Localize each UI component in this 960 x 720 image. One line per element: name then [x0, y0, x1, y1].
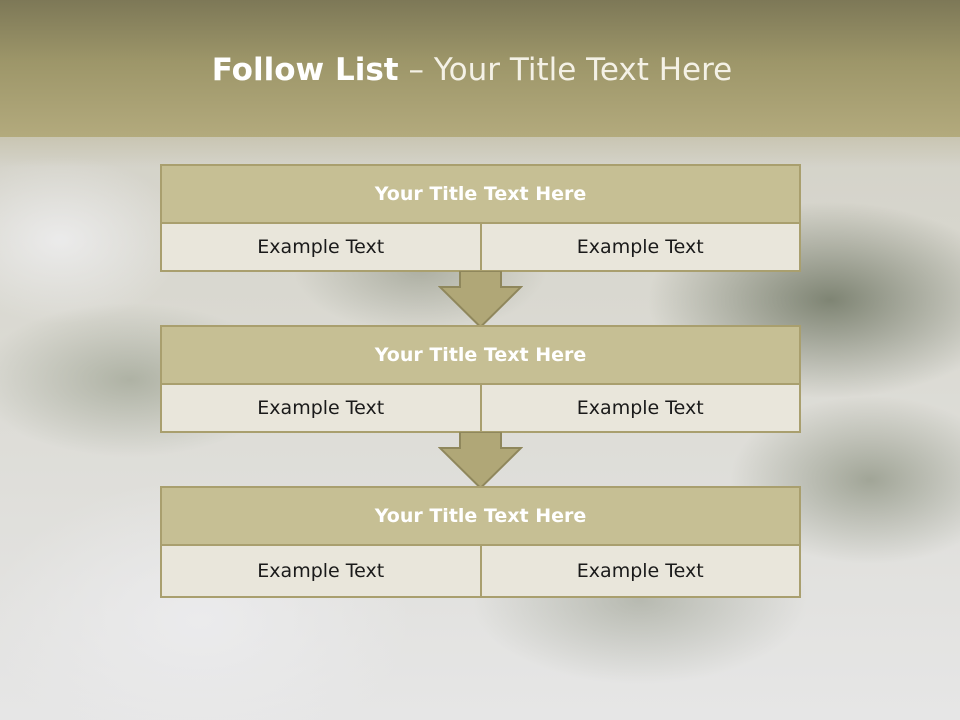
title-bar-fade — [0, 137, 960, 167]
step-row: Example Text Example Text — [162, 385, 799, 431]
step-cell-left: Example Text — [162, 546, 480, 596]
slide-title-bold: Follow List — [211, 52, 399, 88]
down-arrow-icon — [438, 271, 523, 328]
step-heading: Your Title Text Here — [162, 327, 799, 385]
step-cell-right: Example Text — [479, 546, 799, 596]
step-cell-left: Example Text — [162, 385, 480, 431]
step-box-3: Your Title Text Here Example Text Exampl… — [160, 486, 801, 598]
down-arrow-icon — [438, 432, 523, 489]
step-box-1: Your Title Text Here Example Text Exampl… — [160, 164, 801, 272]
title-bar — [0, 0, 960, 137]
step-box-2: Your Title Text Here Example Text Exampl… — [160, 325, 801, 433]
step-heading: Your Title Text Here — [162, 488, 799, 546]
step-row: Example Text Example Text — [162, 546, 799, 596]
step-cell-right: Example Text — [479, 385, 799, 431]
step-cell-right: Example Text — [479, 224, 799, 270]
step-heading: Your Title Text Here — [162, 166, 799, 224]
slide-title: Follow List – Your Title Text Here — [0, 52, 944, 88]
step-cell-left: Example Text — [162, 224, 480, 270]
step-row: Example Text Example Text — [162, 224, 799, 270]
slide-title-rest: – Your Title Text Here — [398, 52, 733, 88]
